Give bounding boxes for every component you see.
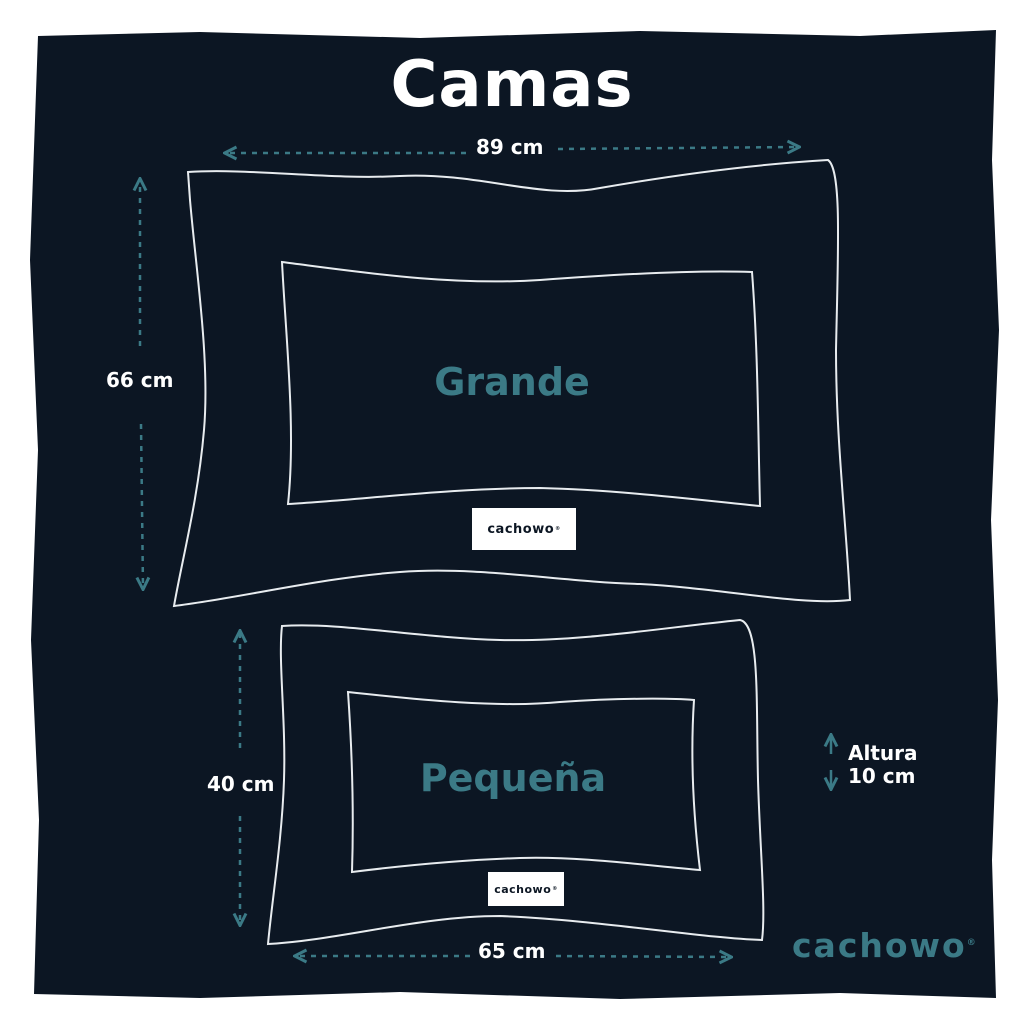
small-depth-label: 40 cm (207, 772, 275, 796)
registered-mark: ® (555, 526, 561, 532)
small-bed-name: Pequeña (419, 756, 607, 800)
brand-logo: cachowo® (792, 926, 976, 965)
large-bed-tag: cachowo® (472, 508, 576, 550)
small-bed-tag: cachowo® (488, 872, 564, 906)
registered-mark: ® (552, 886, 558, 892)
small-bed-outline (266, 618, 765, 946)
height-label: Altura 10 cm (848, 742, 918, 788)
large-bed-cushion-outline (280, 260, 762, 508)
large-width-label: 89 cm (476, 135, 544, 159)
page-title: Camas (390, 48, 634, 122)
small-width-label: 65 cm (478, 939, 546, 963)
height-label-value: 10 cm (848, 764, 916, 788)
small-bed-tag-text: cachowo (494, 882, 552, 896)
large-depth-arrow-bottom (141, 423, 143, 588)
large-bed-name: Grande (434, 360, 590, 404)
large-depth-label: 66 cm (106, 368, 174, 392)
brand-registered-mark: ® (966, 938, 976, 948)
small-width-arrow-right (555, 956, 730, 957)
brand-logo-text: cachowo (792, 926, 967, 965)
large-bed-outline (172, 158, 852, 608)
small-bed-cushion-outline (346, 690, 702, 874)
large-bed-tag-text: cachowo (487, 521, 555, 537)
large-width-arrow-right (557, 147, 798, 149)
height-label-title: Altura (848, 741, 918, 765)
